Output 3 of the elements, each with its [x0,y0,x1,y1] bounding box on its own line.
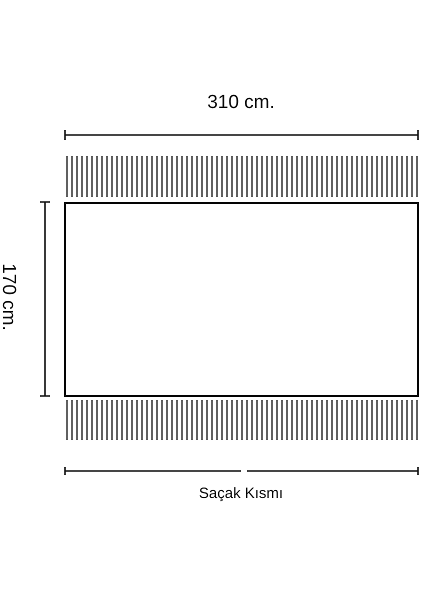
dimension-label: 170 cm. [0,263,19,331]
dimension-label: 310 cm. [206,92,276,114]
part-label: Saçak Kısmı [198,485,284,502]
